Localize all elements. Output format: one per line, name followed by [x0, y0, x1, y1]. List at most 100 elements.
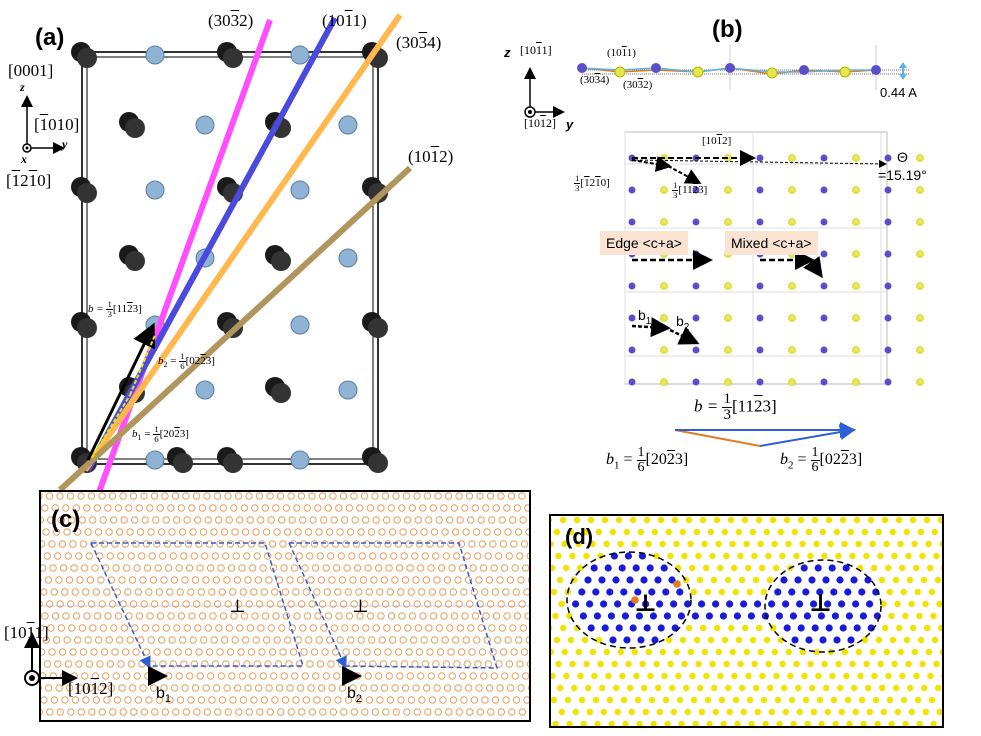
- lattice-ring: [319, 708, 327, 716]
- lattice-ring: [488, 624, 496, 632]
- blue-core-atom: [824, 600, 832, 608]
- lattice-ring: [72, 612, 81, 620]
- lattice-ring: [94, 721, 100, 722]
- lattice-ring: [443, 576, 452, 584]
- lattice-ring: [251, 612, 259, 620]
- lattice-ring: [104, 504, 112, 512]
- yellow-atom: [815, 672, 822, 680]
- yellow-atom: [653, 660, 660, 668]
- black-atom: [77, 48, 97, 68]
- lattice-ring: [392, 492, 400, 500]
- yellow-atom: [927, 564, 934, 572]
- lattice-ring: [299, 516, 307, 524]
- lattice-ring: [247, 540, 256, 548]
- lattice-ring: [71, 588, 79, 596]
- lattice-ring: [379, 660, 388, 668]
- lattice-ring: [367, 528, 376, 536]
- lattice-ring: [252, 636, 260, 644]
- lattice-ring: [181, 576, 189, 584]
- lattice-ring: [458, 564, 467, 572]
- lattice-ring: [378, 721, 384, 722]
- lattice-ring: [365, 588, 373, 596]
- lattice-ring: [401, 684, 410, 692]
- lattice-ring: [460, 588, 468, 596]
- lattice-ring: [497, 708, 505, 716]
- yellow-atom: [637, 528, 644, 536]
- lattice-ring: [487, 708, 495, 716]
- lattice-ring: [475, 576, 483, 584]
- lattice-ring: [376, 696, 384, 704]
- lattice-ring: [519, 516, 527, 524]
- lattice-ring: [209, 612, 217, 620]
- lattice-ring: [199, 721, 205, 722]
- lattice-ring: [394, 540, 403, 548]
- lattice-ring: [329, 600, 337, 608]
- lattice-ring: [89, 516, 97, 524]
- lattice-ring: [169, 660, 178, 668]
- lattice-ring: [433, 576, 441, 584]
- lattice-b2-arrow: [669, 326, 700, 345]
- lattice-ring: [223, 684, 231, 692]
- yellow-atom: [551, 517, 553, 523]
- yellow-atom: [714, 624, 721, 632]
- yellow-atom: [703, 672, 710, 680]
- lattice-ring: [482, 612, 490, 620]
- lattice-ring: [190, 660, 199, 668]
- lattice-ring: [128, 576, 137, 584]
- lattice-ring: [80, 564, 89, 572]
- yellow-atom: [919, 552, 926, 560]
- yellow-atom: [552, 612, 559, 620]
- lattice-ring: [246, 516, 254, 524]
- yellow-atom: [585, 684, 592, 692]
- lattice-ring: [433, 684, 441, 692]
- lattice-ring: [480, 672, 488, 680]
- yellow-atom: [925, 540, 932, 548]
- lattice-ring: [100, 648, 109, 656]
- lattice-purple-atom: [692, 314, 700, 322]
- lattice-ring: [55, 576, 63, 584]
- yellow-atom: [693, 528, 700, 536]
- lattice-ring: [201, 552, 209, 560]
- lattice-ring: [325, 528, 334, 536]
- lattice-purple-atom: [820, 186, 828, 194]
- blue-core-atom: [643, 624, 651, 632]
- lattice-ring: [116, 636, 124, 644]
- yellow-atom: [609, 528, 616, 536]
- lattice-ring: [475, 684, 483, 692]
- lattice-ring: [150, 600, 159, 608]
- lattice-ring: [442, 552, 450, 560]
- lattice-ring: [371, 600, 379, 608]
- yellow-atom: [781, 684, 788, 692]
- lattice-b2-label: b2: [676, 313, 690, 333]
- lattice-ring: [164, 564, 173, 572]
- yellow-atom: [937, 516, 942, 524]
- lattice-ring: [111, 540, 119, 548]
- lattice-ring: [94, 528, 103, 536]
- yellow-atom: [905, 660, 912, 668]
- lattice-ring: [53, 636, 61, 644]
- lattice-ring: [161, 600, 169, 608]
- lattice-ring: [420, 721, 426, 722]
- yellow-atom: [943, 589, 944, 595]
- lattice-ring: [232, 552, 240, 560]
- lattice-ring: [248, 564, 257, 572]
- lattice-ring: [398, 612, 406, 620]
- lattice-ring: [418, 588, 426, 596]
- yellow-atom: [804, 720, 811, 726]
- yellow-atom: [835, 660, 842, 668]
- lattice-ring: [191, 684, 200, 692]
- lattice-ring: [362, 516, 370, 524]
- lattice-ring: [51, 504, 60, 512]
- yellow-atom: [572, 708, 579, 716]
- lattice-ring: [370, 684, 378, 692]
- yellow-atom: [889, 528, 896, 536]
- yellow-atom: [611, 660, 618, 668]
- yellow-atom: [751, 552, 758, 560]
- blue-core-atom: [719, 612, 727, 620]
- yellow-atom: [615, 516, 623, 524]
- yellow-atom: [555, 660, 562, 668]
- plane-1012-line: [57, 165, 413, 490]
- blue-core-atom: [579, 612, 587, 620]
